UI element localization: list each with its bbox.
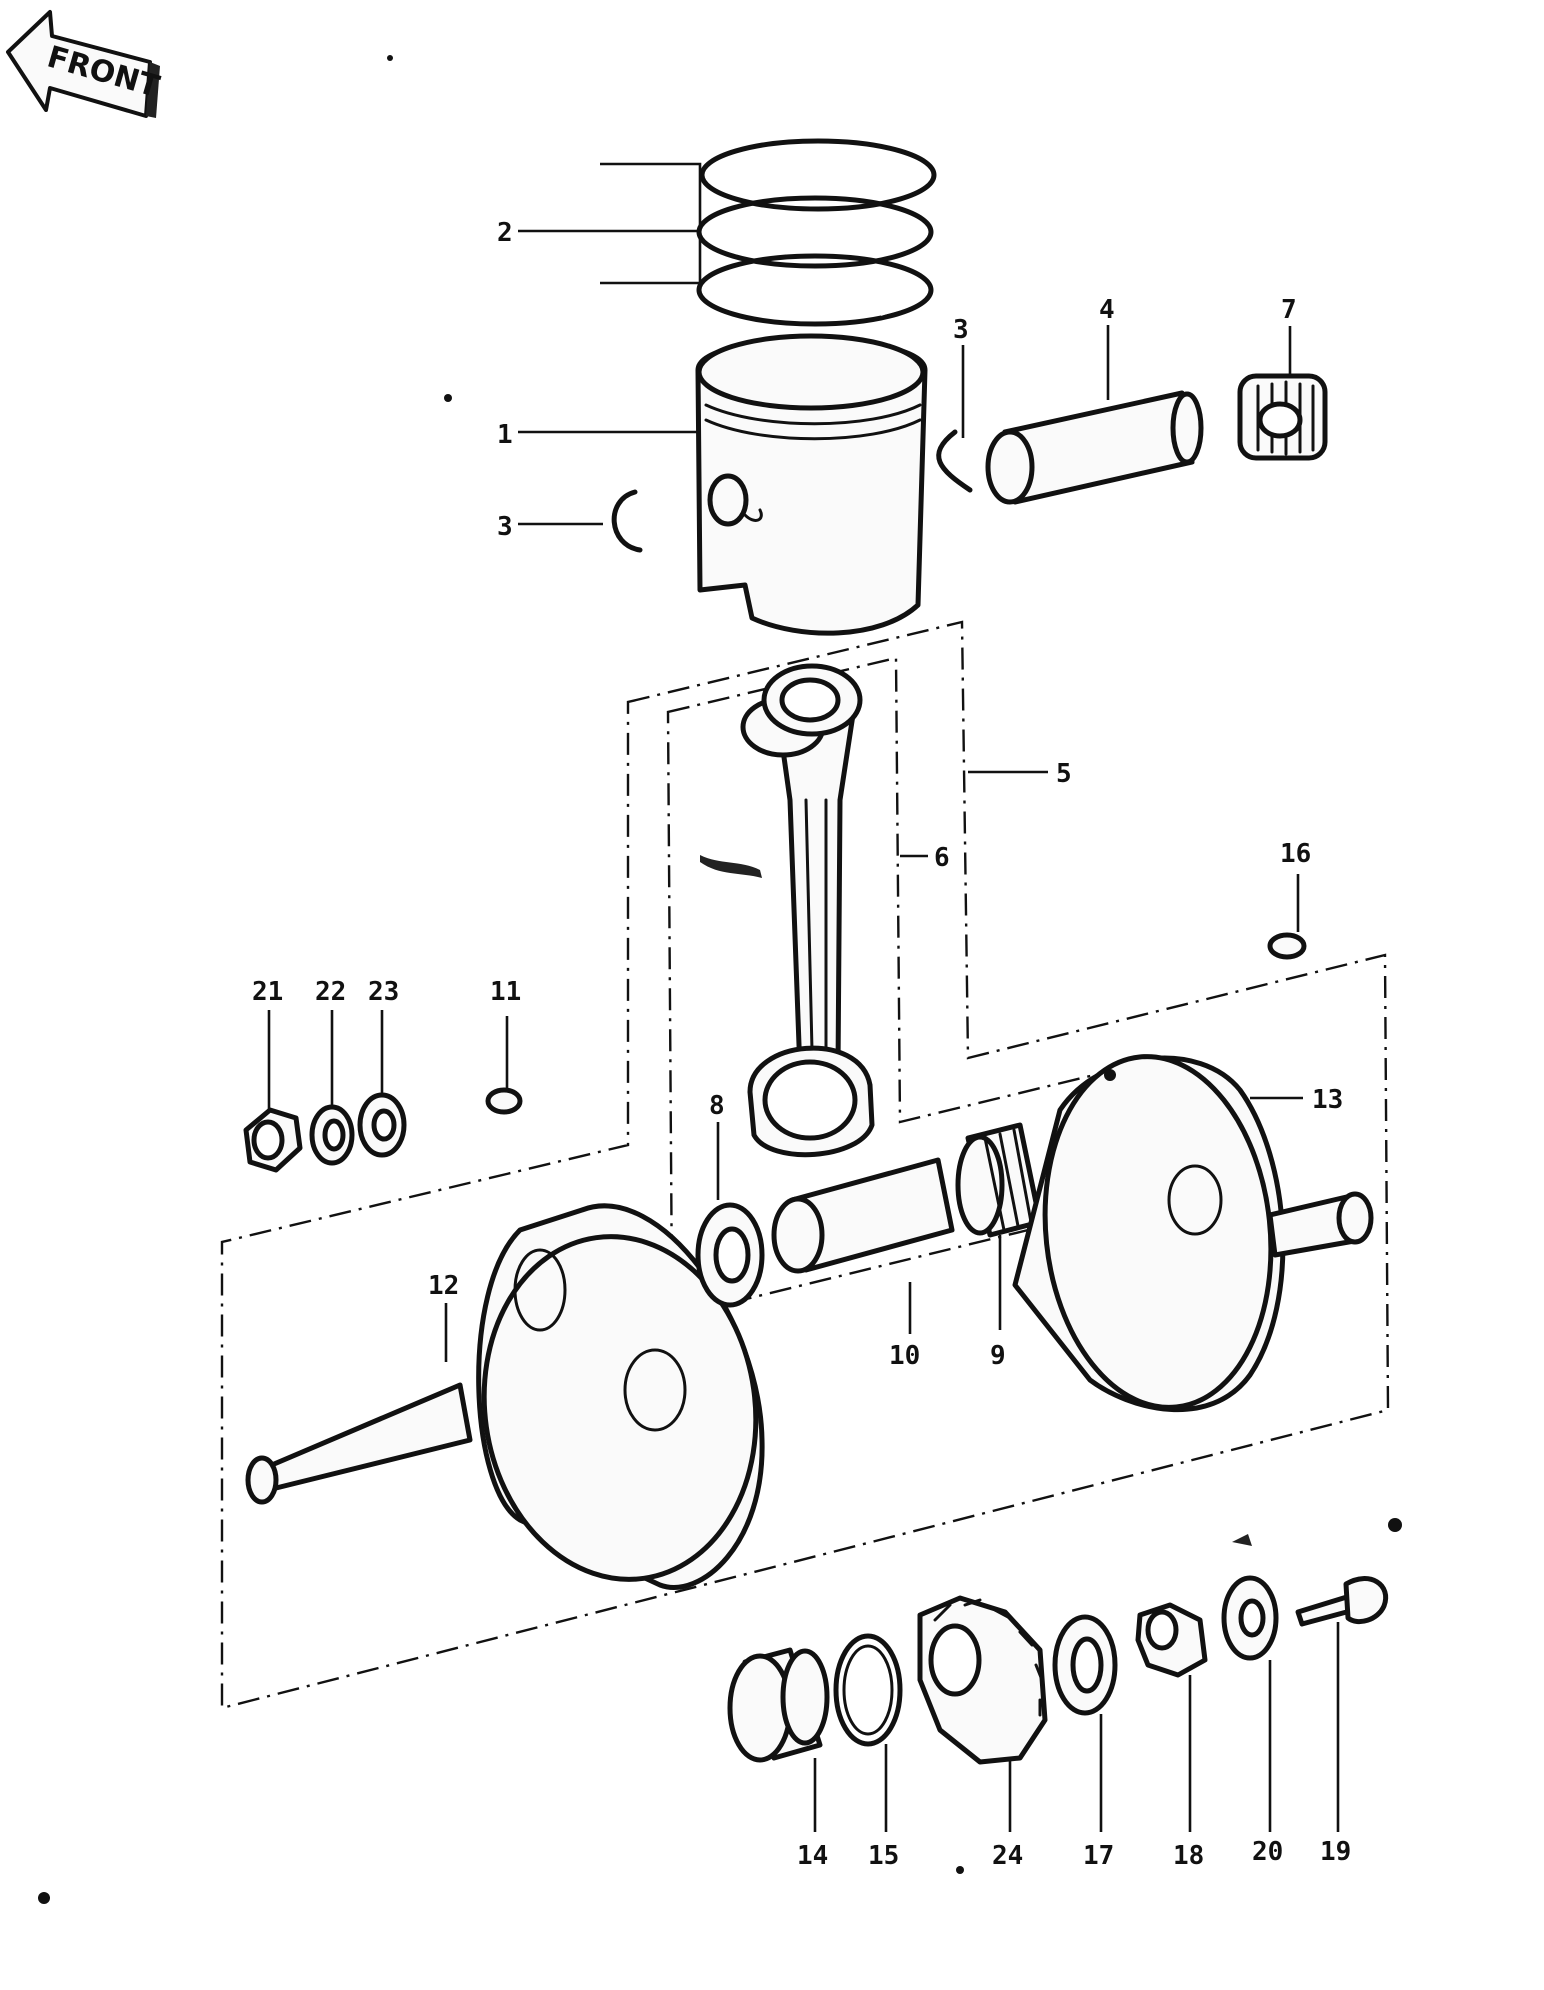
callout-3-left: 3 [497, 512, 513, 542]
crank-half-left [245, 1203, 765, 1590]
nut-21 [243, 1107, 303, 1173]
screw-19 [1295, 1576, 1389, 1627]
needle-bearing-small-end [1237, 373, 1328, 461]
crank-half-right [1012, 1054, 1374, 1413]
callout-11: 11 [490, 977, 521, 1007]
callout-labels: 2 1 3 3 4 7 5 6 16 21 22 23 11 13 8 12 1… [252, 218, 1351, 1871]
callout-6: 6 [934, 843, 950, 873]
circlip-left [611, 489, 643, 553]
callout-23: 23 [368, 977, 399, 1007]
woodruff-key-16 [1267, 932, 1307, 960]
washer-17 [1052, 1614, 1118, 1716]
callout-9: 9 [990, 1341, 1006, 1371]
callout-19: 19 [1320, 1837, 1351, 1867]
connecting-rod [700, 663, 875, 1158]
thrust-washer-left [695, 1202, 765, 1308]
callout-13: 13 [1312, 1085, 1343, 1115]
callout-16: 16 [1280, 839, 1311, 869]
callout-1: 1 [497, 420, 513, 450]
nut-18 [1135, 1602, 1208, 1678]
callout-8: 8 [709, 1091, 725, 1121]
lock-washer-22 [309, 1104, 355, 1166]
callout-5: 5 [1056, 759, 1072, 789]
callout-4: 4 [1099, 295, 1115, 325]
circlip-right [936, 429, 973, 493]
leader-lines [267, 162, 1340, 1832]
crank-pin [771, 1157, 955, 1274]
callout-20: 20 [1252, 1837, 1283, 1867]
callout-15: 15 [868, 1841, 899, 1871]
callout-21: 21 [252, 977, 283, 1007]
scan-specks [38, 55, 1402, 1904]
callout-3-right: 3 [953, 315, 969, 345]
piston-rings [696, 138, 937, 327]
callout-10: 10 [889, 1341, 920, 1371]
callout-7: 7 [1281, 295, 1297, 325]
front-arrow-icon: FRONT [6, 10, 164, 118]
oil-seal-15 [833, 1633, 903, 1747]
gear-24 [917, 1595, 1048, 1765]
callout-22: 22 [315, 977, 346, 1007]
woodruff-key-11 [485, 1087, 523, 1115]
callout-12: 12 [428, 1271, 459, 1301]
washer-23 [357, 1092, 407, 1158]
callout-24: 24 [992, 1841, 1023, 1871]
bearing-14 [727, 1647, 830, 1763]
callout-18: 18 [1173, 1841, 1204, 1871]
callout-17: 17 [1083, 1841, 1114, 1871]
piston-pin [985, 390, 1204, 505]
callout-2: 2 [497, 218, 513, 248]
callout-14: 14 [797, 1841, 828, 1871]
lock-washer-20 [1221, 1534, 1279, 1661]
piston [695, 333, 928, 636]
